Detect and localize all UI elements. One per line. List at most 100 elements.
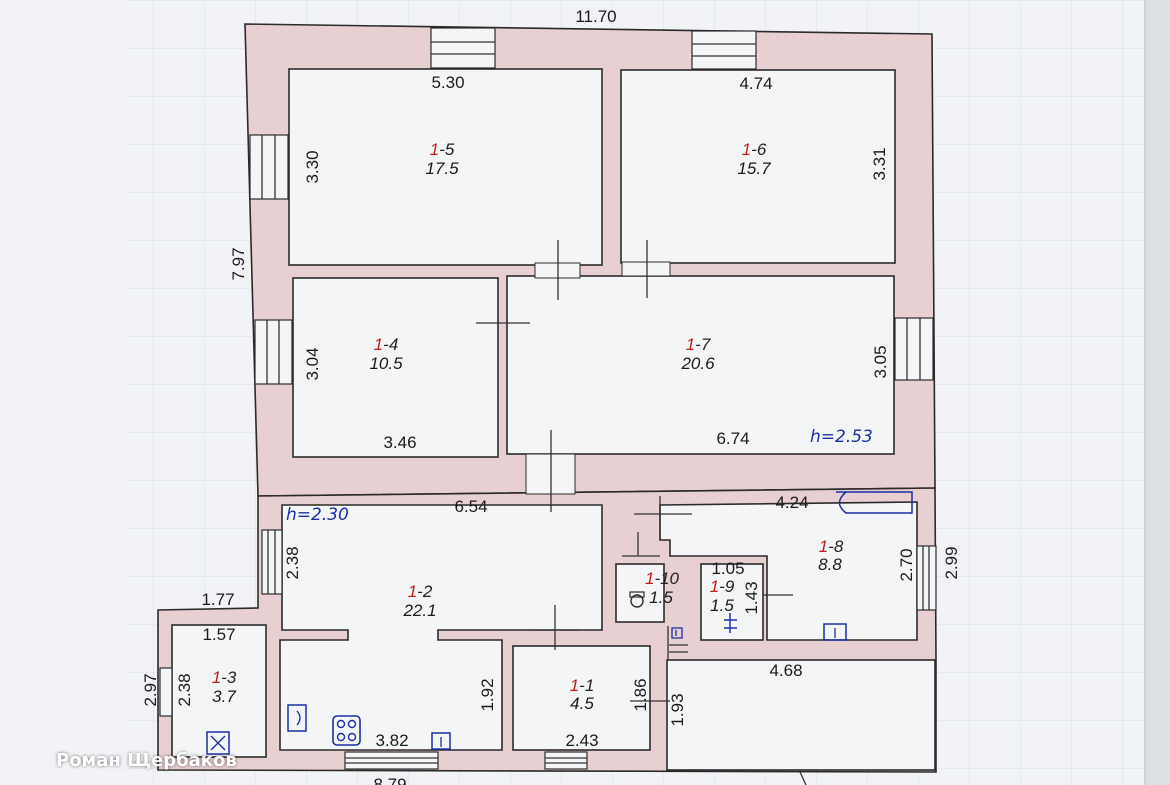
room-area: 22.1 <box>402 601 436 620</box>
room-1-7 <box>506 275 895 455</box>
author-watermark: Роман Щербаков <box>56 750 237 771</box>
room-area: 8.8 <box>818 555 842 574</box>
svg-text:1-9: 1-9 <box>710 577 735 596</box>
dim-r5-side: 3.30 <box>303 150 322 183</box>
room-label-1-9: 1-9 1.5 <box>710 577 735 615</box>
room-area: 10.5 <box>369 354 403 373</box>
room-1-6 <box>620 69 896 264</box>
room-number-prefix: 1 <box>645 569 654 588</box>
svg-text:1-8: 1-8 <box>819 537 844 556</box>
room-label-1-3: 1-3 3.7 <box>212 668 237 706</box>
door-openings <box>476 240 793 702</box>
room-1-5 <box>288 68 603 266</box>
svg-text:1-2: 1-2 <box>408 582 433 601</box>
svg-text:1-5: 1-5 <box>430 140 455 159</box>
dim-overall-height: 7.97 <box>229 247 248 280</box>
dim-r5-top: 5.30 <box>431 73 464 92</box>
room-label-1-6: 1-6 15.7 <box>737 140 771 178</box>
room-label-1-8: 1-8 8.8 <box>818 537 844 574</box>
room-number-suffix: -1 <box>579 676 594 695</box>
room-number-prefix: 1 <box>819 537 828 556</box>
room-1-1 <box>512 645 651 751</box>
room-label-1-4: 1-4 10.5 <box>369 335 403 373</box>
dim-r2-bottom: 3.82 <box>375 731 408 750</box>
dim-overall-width: 11.70 <box>575 7 616 26</box>
room-1-3 <box>171 624 267 758</box>
toilet-icon <box>629 591 645 608</box>
room-number-suffix: -3 <box>221 668 237 687</box>
svg-text:1-6: 1-6 <box>742 140 767 159</box>
dim-r7-side: 3.05 <box>871 345 890 378</box>
room-area: 20.6 <box>680 354 715 373</box>
dim-r3-top-outer: 1.77 <box>201 590 234 609</box>
room-1-2 <box>279 504 603 751</box>
room-number-suffix: -4 <box>383 335 398 354</box>
room-number-suffix: -7 <box>695 335 711 354</box>
dim-mid-width: 6.54 <box>454 497 487 516</box>
dim-r2-side: 2.38 <box>283 546 302 579</box>
fixtures <box>206 491 913 755</box>
room-1-10 <box>615 563 665 623</box>
room-label-1-1: 1-1 4.5 <box>570 676 595 713</box>
dim-r3-outer-side: 2.97 <box>141 673 160 706</box>
room-number-suffix: -6 <box>751 140 767 159</box>
dim-r3-inner-side: 2.38 <box>175 673 194 706</box>
room-label-1-10: 1-10 1.5 <box>645 569 680 607</box>
room-number-suffix: -9 <box>719 577 735 596</box>
room-lower-right <box>666 659 936 771</box>
svg-text:1-10: 1-10 <box>645 569 680 588</box>
dim-r8-side-outer: 2.99 <box>942 546 961 579</box>
room-number-prefix: 1 <box>742 140 751 159</box>
room-label-1-2: 1-2 22.1 <box>402 582 436 620</box>
dim-r6-top: 4.74 <box>739 74 772 93</box>
room-number-prefix: 1 <box>430 140 439 159</box>
dim-r8-side-inner: 2.70 <box>897 548 916 581</box>
room-number-prefix: 1 <box>408 582 417 601</box>
room-1-4 <box>292 277 499 458</box>
room-area: 1.5 <box>649 588 673 607</box>
room-area: 15.7 <box>737 159 771 178</box>
sink-icon <box>287 704 307 732</box>
room-number-prefix: 1 <box>212 668 221 687</box>
room-label-1-5: 1-5 17.5 <box>425 140 459 178</box>
windows <box>159 27 937 770</box>
room-number-prefix: 1 <box>710 577 719 596</box>
svg-text:1-4: 1-4 <box>374 335 399 354</box>
dim-r4-bottom: 3.46 <box>383 433 416 452</box>
room-label-1-7: 1-7 20.6 <box>680 335 715 373</box>
room-number-suffix: -2 <box>417 582 433 601</box>
room-number-prefix: 1 <box>686 335 695 354</box>
stove-icon <box>332 715 361 746</box>
room-area: 17.5 <box>425 159 459 178</box>
dim-r4-side: 3.04 <box>303 347 322 380</box>
paper-edge-right <box>1145 0 1170 785</box>
dim-right-lower-width: 4.68 <box>769 661 802 680</box>
ceiling-height-lower: h=2.30 <box>286 505 349 525</box>
radiator-icon <box>206 623 847 755</box>
dim-r9-width: 1.05 <box>711 559 744 578</box>
shower-icon <box>724 613 737 633</box>
dim-r1-outer-side: 1.93 <box>668 693 687 726</box>
heater-icon <box>671 627 683 639</box>
room-area: 4.5 <box>570 694 594 713</box>
svg-text:1-1: 1-1 <box>570 676 595 695</box>
dim-r9-side: 1.43 <box>742 581 761 614</box>
dim-r3-top-inner: 1.57 <box>202 625 235 644</box>
dim-r6-side: 3.31 <box>870 147 889 180</box>
room-area: 1.5 <box>710 596 734 615</box>
room-number-prefix: 1 <box>570 676 579 695</box>
room-number-prefix: 1 <box>374 335 383 354</box>
svg-text:1-7: 1-7 <box>686 335 711 354</box>
room-number-suffix: -8 <box>828 537 844 556</box>
room-number-suffix: -5 <box>439 140 455 159</box>
dim-r2-inner-side: 1.92 <box>478 678 497 711</box>
room-number-suffix: -10 <box>654 569 679 588</box>
dim-right-mid-width: 4.24 <box>775 493 808 512</box>
svg-text:1-3: 1-3 <box>212 668 237 687</box>
ceiling-height-upper: h=2.53 <box>810 427 873 447</box>
dim-r7-bottom: 6.74 <box>716 429 749 448</box>
dim-r1-bottom: 2.43 <box>565 731 598 750</box>
dim-bottom-total: 8.79 <box>373 775 406 785</box>
dim-r1-side: 1.86 <box>631 678 650 711</box>
